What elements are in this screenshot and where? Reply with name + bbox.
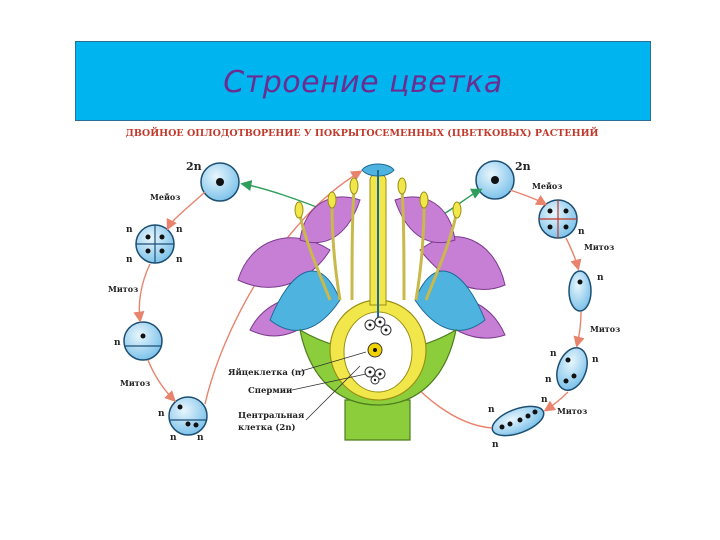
left-tetrad-cell — [135, 224, 175, 264]
label-n-mid-left: n — [114, 338, 121, 348]
right-pollen-cell-3 — [491, 405, 545, 437]
label-egg-cell: Яйцеклетка (n) — [228, 367, 305, 378]
label-central-cell-line2: клетка (2n) — [238, 422, 296, 433]
label-n-right-tetrad: n — [578, 227, 585, 237]
label-sperm: Спермии — [248, 386, 293, 396]
label-n-tr: n — [176, 225, 183, 235]
right-tetrad-cell — [538, 199, 578, 239]
label-2n-right: 2n — [515, 160, 531, 173]
label-central-cell-line1: Центральная — [238, 411, 304, 421]
label-n-pollen-2a: n — [550, 349, 557, 359]
left-four-nuclei-cell — [168, 396, 208, 436]
label-n-bottom-right: n — [197, 433, 204, 443]
right-pollen-cell-2 — [556, 347, 588, 391]
label-mitosis-right-2: Митоз — [590, 324, 620, 334]
label-mitosis-left-1: Митоз — [108, 284, 138, 294]
left-cell-2n — [200, 162, 240, 202]
label-2n-left: 2n — [186, 160, 202, 173]
label-n-bl: n — [126, 255, 133, 265]
label-n-bottom-mid: n — [170, 433, 177, 443]
label-mitosis-right-3: Митоз — [557, 406, 587, 416]
right-pollen-cell-1 — [568, 270, 592, 312]
label-n-pollen-3c: n — [541, 395, 548, 405]
label-n-pollen-2c: n — [545, 375, 552, 385]
left-two-nuclei-cell — [123, 321, 163, 361]
title-banner: Строение цветка — [75, 41, 651, 121]
label-mitosis-left-2: Митоз — [120, 378, 150, 388]
slide-title: Строение цветка — [223, 64, 503, 100]
label-n-tl: n — [126, 225, 133, 235]
label-n-pollen-3a: n — [488, 405, 495, 415]
label-n-br: n — [176, 255, 183, 265]
label-meiosis-right: Мейоз — [532, 181, 562, 191]
flower-illustration — [237, 163, 506, 441]
label-n-pollen-1: n — [597, 273, 604, 283]
label-meiosis-left: Мейоз — [150, 192, 180, 202]
right-cell-2n — [475, 160, 515, 200]
label-n-bottom-left: n — [158, 409, 165, 419]
label-n-pollen-2b: n — [592, 355, 599, 365]
diagram-subtitle: ДВОЙНОЕ ОПЛОДОТВОРЕНИЕ У ПОКРЫТОСЕМЕННЫХ… — [125, 126, 598, 139]
label-mitosis-right-1: Митоз — [584, 242, 614, 252]
label-n-pollen-3b: n — [492, 440, 499, 450]
